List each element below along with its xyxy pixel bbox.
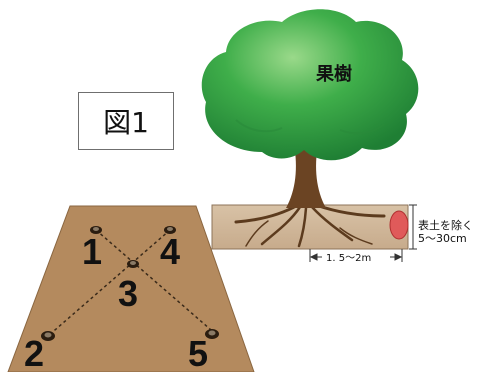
topsoil-note: 表土を除く <box>418 218 473 232</box>
hole-4 <box>164 226 176 234</box>
tree-label: 果樹 <box>315 63 352 85</box>
point-label-5: 5 <box>188 333 208 372</box>
field-plot <box>7 205 255 372</box>
hole-3 <box>127 260 139 268</box>
depth-bracket <box>409 204 417 250</box>
soil-strip <box>211 204 409 250</box>
figure-label: 図1 <box>103 106 149 139</box>
tree-roots <box>234 203 386 248</box>
tree-crown <box>201 9 419 161</box>
topsoil-marker <box>389 210 409 240</box>
point-label-3: 3 <box>118 273 138 314</box>
hole-1 <box>90 226 102 234</box>
hole-5 <box>205 329 219 339</box>
point-label-1: 1 <box>82 231 102 272</box>
distance-label: 1. 5〜2m <box>326 253 371 264</box>
figure-label-box: 図1 <box>78 92 174 150</box>
hole-2 <box>41 331 55 341</box>
point-label-4: 4 <box>160 231 180 272</box>
sampling-holes <box>41 226 219 341</box>
point-label-2: 2 <box>24 333 44 372</box>
depth-note: 5〜30cm <box>418 232 467 245</box>
